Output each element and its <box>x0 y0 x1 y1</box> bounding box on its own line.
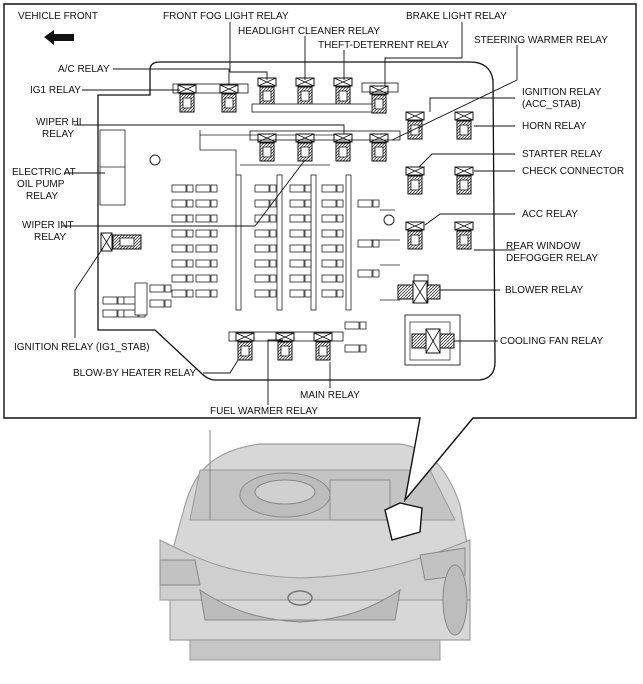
leader-lines <box>62 22 518 405</box>
label-brake-light-relay: BRAKE LIGHT RELAY <box>406 11 507 22</box>
label-ignition-relay-ig1-stab: IGNITION RELAY (IG1_STAB) <box>14 342 150 353</box>
label-wiper-hi-relay: RELAY <box>42 129 74 140</box>
label-check-connector: CHECK CONNECTOR <box>522 166 624 177</box>
arrow-left-icon <box>44 30 74 45</box>
relay-fuel-warmer <box>275 332 295 361</box>
label-horn-relay: HORN RELAY <box>522 121 587 132</box>
label-acc-relay: ACC RELAY <box>522 209 578 220</box>
label-ignition-relay-acc-stab-sub: (ACC_STAB) <box>522 99 581 110</box>
label-cooling-fan-relay: COOLING FAN RELAY <box>500 336 604 347</box>
relay-headlight-cleaner <box>295 77 315 106</box>
relay-main <box>313 332 333 361</box>
label-fuel-warmer-relay: FUEL WARMER RELAY <box>210 406 318 417</box>
relay-steering-warmer <box>369 133 389 162</box>
relay-front-fog <box>257 77 277 106</box>
label-electric-at: ELECTRIC AT <box>12 167 76 178</box>
fuse-box-location-marker <box>384 502 423 541</box>
vehicle-front-label: VEHICLE FRONT <box>18 11 98 22</box>
label-starter-relay: STARTER RELAY <box>522 149 603 160</box>
relay-starter <box>405 166 425 195</box>
relay-rear-window-defogger <box>454 221 474 250</box>
label-defogger-relay: DEFOGGER RELAY <box>506 253 598 264</box>
relay-acc <box>405 221 425 250</box>
label-steering-warmer-relay: STEERING WARMER RELAY <box>474 35 608 46</box>
direction-indicator: VEHICLE FRONT <box>18 11 98 45</box>
relay-electric-at <box>295 133 315 162</box>
relay-wiper-hi-a <box>257 133 277 162</box>
bus-bars <box>235 174 352 311</box>
relay-labels: FRONT FOG LIGHT RELAY HEADLIGHT CLEANER … <box>12 11 624 417</box>
relay-check-connector <box>454 166 474 195</box>
label-headlight-cleaner-relay: HEADLIGHT CLEANER RELAY <box>238 26 380 37</box>
label-wiper-int-relay: RELAY <box>34 232 66 243</box>
label-electric-at-relay: RELAY <box>26 191 58 202</box>
label-ig1-relay: IG1 RELAY <box>30 85 81 96</box>
relay-brake-light <box>369 85 389 114</box>
label-oil-pump: OIL PUMP <box>17 179 65 190</box>
relays <box>100 77 474 361</box>
relay-blow-by-heater <box>235 332 255 361</box>
relay-horn <box>454 111 474 140</box>
relay-ig1 <box>177 84 197 113</box>
relay-ac <box>219 84 239 113</box>
label-blow-by-heater-relay: BLOW-BY HEATER RELAY <box>73 368 197 379</box>
relay-wiper-hi <box>333 133 353 162</box>
label-rear-window: REAR WINDOW <box>506 241 581 252</box>
vehicle-illustration <box>159 430 471 661</box>
label-ignition-relay-acc-stab: IGNITION RELAY <box>522 87 602 98</box>
relay-theft-deterrent <box>333 77 353 106</box>
label-main-relay: MAIN RELAY <box>300 390 360 401</box>
label-front-fog-light-relay: FRONT FOG LIGHT RELAY <box>163 11 289 22</box>
label-ac-relay: A/C RELAY <box>58 64 110 75</box>
label-wiper-int: WIPER INT <box>22 220 74 231</box>
label-wiper-hi: WIPER HI <box>36 117 82 128</box>
label-theft-deterrent-relay: THEFT-DETERRENT RELAY <box>318 40 449 51</box>
label-blower-relay: BLOWER RELAY <box>505 285 583 296</box>
